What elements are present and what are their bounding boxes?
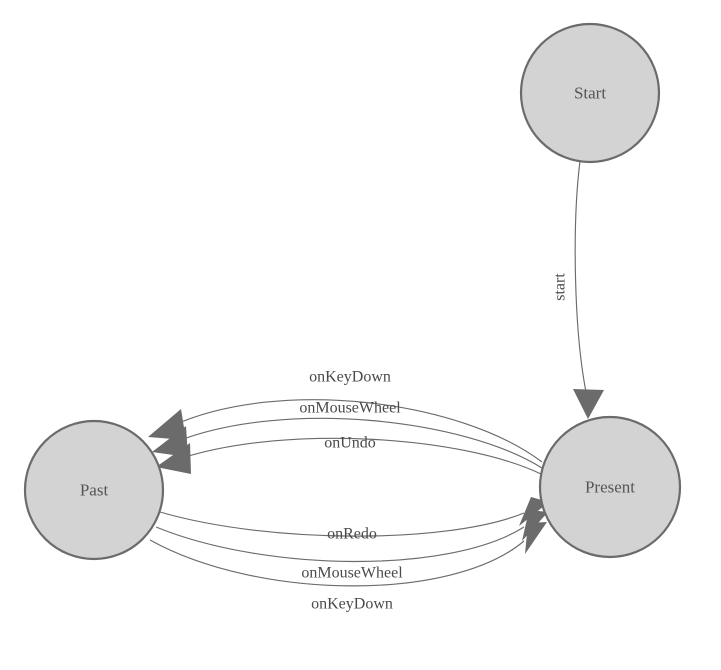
edge-present-to-past-onmousewheel-arrowhead xyxy=(152,426,188,457)
edge-present-to-past-onundo-path xyxy=(181,437,542,475)
edge-present-to-past-onmousewheel-label: onMouseWheel xyxy=(299,400,401,417)
edge-present-to-past-onmousewheel-path xyxy=(177,417,543,469)
edge-present-to-past-onkeydown-path xyxy=(173,399,543,463)
node-present-label: Present xyxy=(585,478,635,497)
edge-present-to-past-onundo-arrowhead xyxy=(156,443,191,474)
edge-past-to-present-onkeydown[interactable]: onKeyDown xyxy=(149,522,547,613)
edge-past-to-present-onkeydown-label: onKeyDown xyxy=(311,596,393,613)
edge-present-to-past-onundo-label: onUndo xyxy=(324,435,376,452)
node-start-label: Start xyxy=(574,84,606,103)
edge-start-to-present-label: start xyxy=(552,273,569,301)
node-start[interactable]: Start xyxy=(519,22,661,164)
edge-past-to-present-onredo-label: onRedo xyxy=(327,526,377,543)
edge-start-to-present[interactable]: start xyxy=(552,160,605,419)
edge-past-to-present-onmousewheel[interactable]: onMouseWheel xyxy=(155,510,548,582)
edge-present-to-past-onkeydown-label: onKeyDown xyxy=(309,369,391,386)
edge-present-to-past-onkeydown-arrowhead xyxy=(148,409,186,440)
edge-present-to-past-onundo[interactable]: onUndo xyxy=(156,435,542,475)
edge-present-to-past-onkeydown[interactable]: onKeyDown xyxy=(148,369,543,463)
edge-past-to-present-onredo-path xyxy=(159,511,525,537)
edge-past-to-present-onkeydown-path xyxy=(149,539,525,587)
node-present[interactable]: Present xyxy=(538,415,682,559)
node-start-circle xyxy=(519,22,661,164)
edge-start-to-present-arrowhead xyxy=(573,389,604,419)
edge-past-to-present-onmousewheel-label: onMouseWheel xyxy=(301,565,403,582)
edge-past-to-present-onredo[interactable]: onRedo xyxy=(159,497,549,543)
node-past-label: Past xyxy=(80,481,109,500)
edge-start-to-present-path xyxy=(574,160,587,393)
node-past[interactable]: Past xyxy=(23,419,165,561)
node-past-circle xyxy=(23,419,165,561)
edge-present-to-past-onmousewheel[interactable]: onMouseWheel xyxy=(152,400,543,469)
edge-past-to-present-onkeydown-arrowhead xyxy=(525,522,547,554)
node-present-circle xyxy=(538,415,682,559)
edge-past-to-present-onmousewheel-path xyxy=(155,526,525,563)
